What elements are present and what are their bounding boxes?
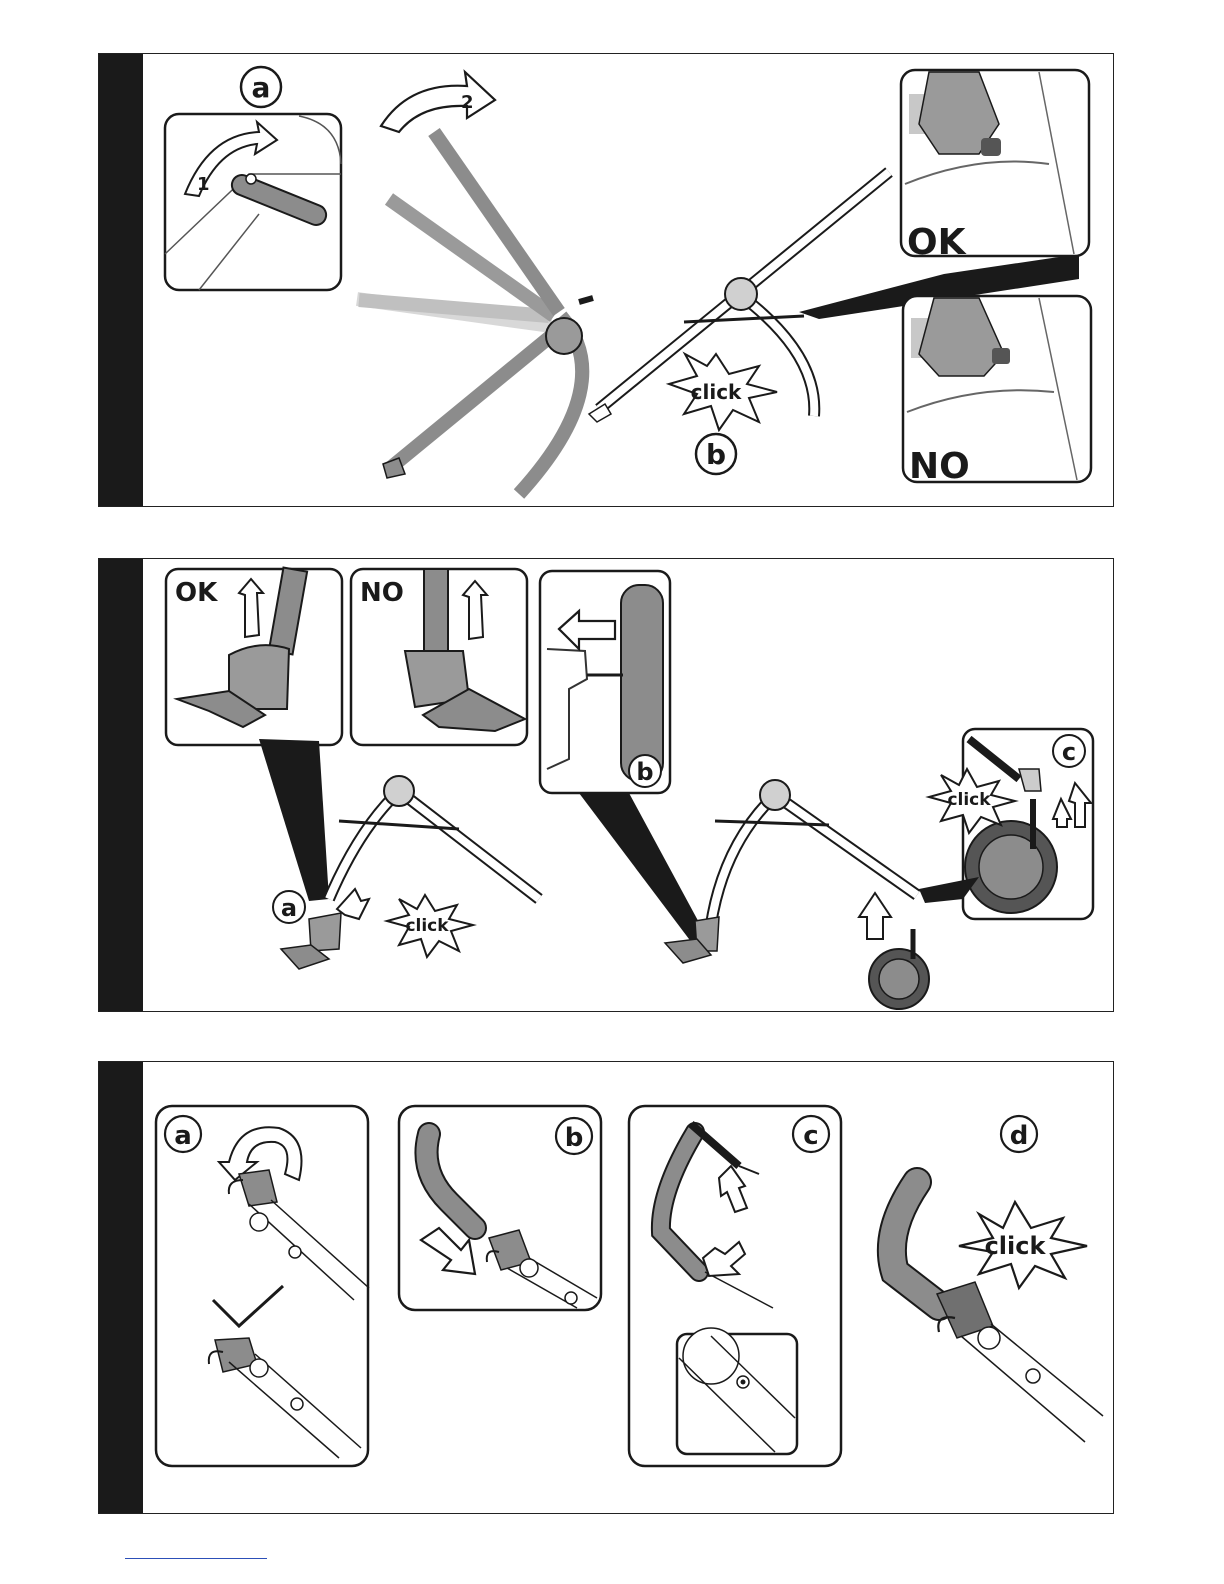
step-a-label: a <box>174 1121 192 1151</box>
frame-step-b-c: click <box>665 769 1015 1009</box>
step-c-label: c <box>1062 738 1076 766</box>
panel-1-frame-unfolding: a 1 2 <box>98 53 1114 507</box>
click-a-text: click <box>405 916 449 936</box>
click-text: click <box>985 1232 1047 1260</box>
lever-detail-box: 1 <box>165 114 341 290</box>
step-c-label: c <box>803 1121 818 1151</box>
no-detail-box: NO <box>903 296 1091 487</box>
step-c-detail-box: c <box>963 729 1093 919</box>
step-d-handlebar-locked: d click <box>892 1116 1103 1442</box>
click-burst: click <box>669 354 777 430</box>
no-label: NO <box>909 446 970 487</box>
footer-rule <box>125 1558 267 1559</box>
step-a-box: a <box>156 1106 369 1466</box>
step-d-label: d <box>1010 1121 1029 1151</box>
click-c-text: click <box>947 790 991 810</box>
panel-3-handlebar-fitting: a b <box>98 1061 1114 1514</box>
frame-rotation-sequence <box>357 132 593 494</box>
step-b-box: b <box>399 1106 601 1310</box>
step-a-label: a <box>281 894 297 922</box>
step-b-badge: b <box>696 434 736 474</box>
ok-label: OK <box>175 578 218 608</box>
step-a-badge: a <box>241 67 281 107</box>
step-b-detail-box: b <box>540 571 709 947</box>
ok-detail-box: OK <box>901 70 1089 263</box>
step-b-label: b <box>636 758 653 786</box>
panel-2-illustration: OK NO b <box>99 559 1115 1013</box>
click-text: click <box>691 380 742 404</box>
panel-1-illustration: a 1 2 <box>99 54 1115 508</box>
no-foot-detail-box: NO <box>351 569 527 745</box>
step-c-box: c <box>629 1106 841 1466</box>
frame-step-a: a click <box>259 739 539 969</box>
panel-3-illustration: a b <box>99 1062 1115 1515</box>
ok-foot-detail-box: OK <box>166 568 342 745</box>
no-label: NO <box>360 578 404 608</box>
ok-label: OK <box>907 222 967 263</box>
step-b-label: b <box>565 1123 584 1153</box>
panel-2-wheel-attachment: OK NO b <box>98 558 1114 1012</box>
arrow-1-label: 1 <box>197 174 210 195</box>
rotate-arrow-2: 2 <box>381 72 495 132</box>
step-a-label: a <box>252 71 271 104</box>
arrow-2-label: 2 <box>461 92 474 113</box>
step-b-label: b <box>706 438 726 471</box>
